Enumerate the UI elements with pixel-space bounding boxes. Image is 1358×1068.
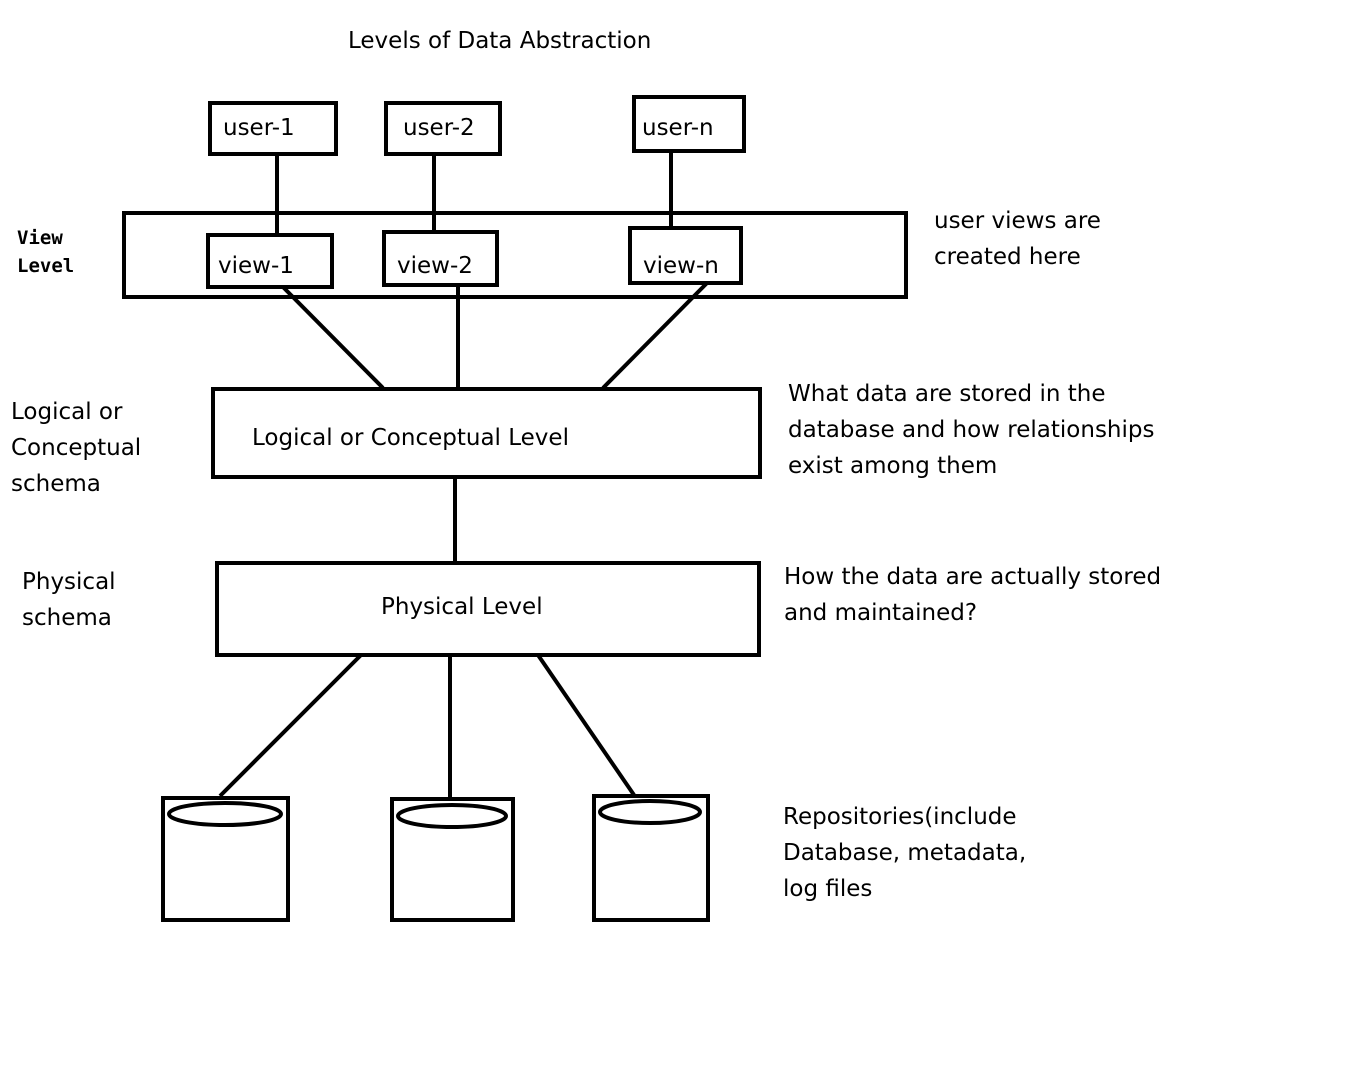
view-box-2: view-2 bbox=[382, 230, 499, 287]
view-level-left-line2: Level bbox=[17, 255, 75, 277]
user-label-n: user-n bbox=[642, 115, 714, 141]
physical-schema-label-line2: schema bbox=[22, 605, 112, 631]
connector-view1-logical bbox=[281, 285, 385, 390]
physical-note-line2: and maintained? bbox=[784, 600, 978, 626]
logical-schema-label-line1: Logical or bbox=[11, 399, 123, 425]
repository-cylinder-3 bbox=[592, 794, 710, 922]
logical-note-line3: exist among them bbox=[788, 453, 998, 479]
physical-level-label: Physical Level bbox=[381, 594, 543, 620]
view-label-2: view-2 bbox=[397, 253, 473, 279]
repository-cylinder-2 bbox=[390, 797, 515, 922]
view-label-n: view-n bbox=[643, 253, 719, 279]
repositories-note-line2: Database, metadata, bbox=[783, 840, 1027, 866]
view-box-n: view-n bbox=[628, 226, 743, 285]
physical-note-line1: How the data are actually stored bbox=[784, 564, 1162, 590]
views-note-line1: user views are bbox=[934, 208, 1101, 234]
connector-physical-repo3 bbox=[536, 653, 636, 797]
connector-viewn-logical bbox=[601, 281, 709, 390]
user-label-2: user-2 bbox=[403, 115, 475, 141]
user-box-n: user-n bbox=[632, 95, 746, 153]
diagram-title: Levels of Data Abstraction bbox=[348, 28, 652, 54]
logical-schema-label-line2: Conceptual bbox=[11, 435, 142, 461]
repositories-note-line1: Repositories(include bbox=[783, 804, 1017, 830]
repository-cylinder-1 bbox=[161, 796, 290, 922]
physical-schema-label-line1: Physical bbox=[22, 569, 116, 595]
view-level-left-line1: View bbox=[17, 227, 63, 249]
logical-level-label: Logical or Conceptual Level bbox=[252, 425, 569, 451]
user-label-1: user-1 bbox=[223, 115, 295, 141]
logical-level-box: Logical or Conceptual Level bbox=[211, 387, 762, 479]
view-box-1: view-1 bbox=[206, 233, 334, 289]
view-label-1: view-1 bbox=[218, 253, 294, 279]
views-note-line2: created here bbox=[934, 244, 1081, 270]
logical-note-line2: database and how relationships bbox=[788, 417, 1155, 443]
logical-note-line1: What data are stored in the bbox=[788, 381, 1106, 407]
physical-level-box: Physical Level bbox=[215, 561, 761, 657]
logical-schema-label-line3: schema bbox=[11, 471, 101, 497]
view-level-frame bbox=[122, 211, 908, 299]
user-box-2: user-2 bbox=[384, 101, 502, 156]
repositories-note-line3: log files bbox=[783, 876, 873, 902]
connector-physical-repo1 bbox=[218, 652, 364, 798]
user-box-1: user-1 bbox=[208, 101, 338, 156]
